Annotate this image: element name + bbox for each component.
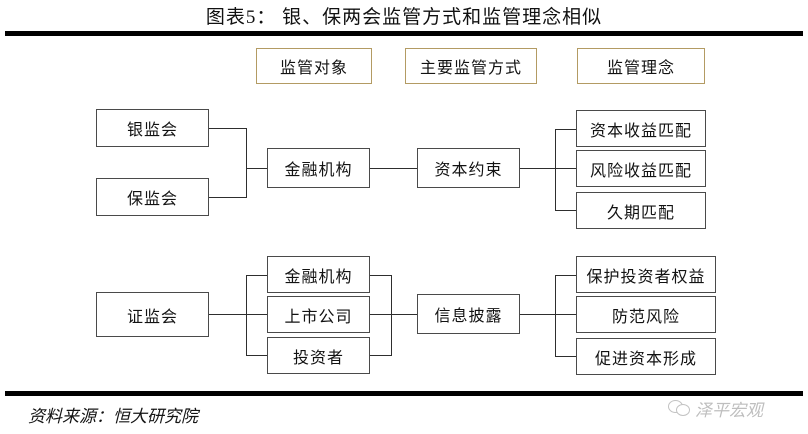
- connector-line: [391, 275, 392, 355]
- connector-line: [209, 197, 247, 198]
- connector-line: [370, 355, 392, 356]
- connector-line: [246, 128, 247, 198]
- connector-line: [246, 314, 268, 315]
- box-concept-protect-investor-rights: 保护投资者权益: [576, 256, 716, 293]
- header-supervision-method: 主要监管方式: [405, 48, 537, 84]
- box-object-financial-institution-top: 金融机构: [267, 148, 370, 188]
- source-note: 资料来源：恒大研究院: [28, 407, 198, 426]
- figure-title: 图表5： 银、保两会监管方式和监管理念相似: [205, 7, 603, 28]
- box-object-listed-company: 上市公司: [267, 296, 370, 333]
- connector-line: [246, 275, 268, 276]
- connector-line: [370, 168, 418, 169]
- connector-line: [555, 275, 556, 357]
- connector-line: [555, 210, 577, 211]
- box-method-capital-constraint: 资本约束: [417, 148, 520, 188]
- box-concept-risk-return-match: 风险收益匹配: [576, 150, 706, 187]
- connector-line: [391, 314, 419, 315]
- box-concept-duration-match: 久期匹配: [576, 192, 706, 229]
- connector-line: [555, 275, 577, 276]
- connector-line: [246, 355, 268, 356]
- box-concept-risk-prevention: 防范风险: [576, 296, 716, 333]
- box-concept-capital-return-match: 资本收益匹配: [576, 110, 706, 147]
- connector-line: [555, 314, 577, 315]
- box-method-information-disclosure: 信息披露: [417, 294, 520, 334]
- connector-line: [555, 168, 577, 169]
- watermark: 泽平宏观: [668, 396, 798, 420]
- header-supervision-object: 监管对象: [256, 48, 372, 84]
- connector-line: [555, 356, 577, 357]
- box-concept-promote-capital-formation: 促进资本形成: [576, 338, 716, 375]
- box-regulator-csrc: 证监会: [96, 292, 209, 337]
- wechat-icon: [668, 399, 690, 417]
- connector-line: [555, 129, 577, 130]
- connector-line: [370, 275, 392, 276]
- connector-line: [520, 314, 556, 315]
- title-divider-top: [5, 31, 803, 36]
- connector-line: [209, 128, 247, 129]
- watermark-label: 泽平宏观: [695, 400, 763, 420]
- connector-line: [555, 129, 556, 211]
- connector-line: [209, 314, 247, 315]
- connector-line: [246, 275, 247, 355]
- box-object-investor: 投资者: [267, 337, 370, 374]
- box-regulator-cbrc: 银监会: [96, 109, 209, 147]
- box-regulator-circ: 保监会: [96, 178, 209, 216]
- box-object-financial-institution-bottom: 金融机构: [267, 256, 370, 293]
- connector-line: [246, 168, 268, 169]
- header-supervision-concept: 监管理念: [577, 48, 705, 84]
- connector-line: [370, 314, 392, 315]
- source-divider-bottom: [5, 391, 803, 396]
- connector-line: [520, 168, 556, 169]
